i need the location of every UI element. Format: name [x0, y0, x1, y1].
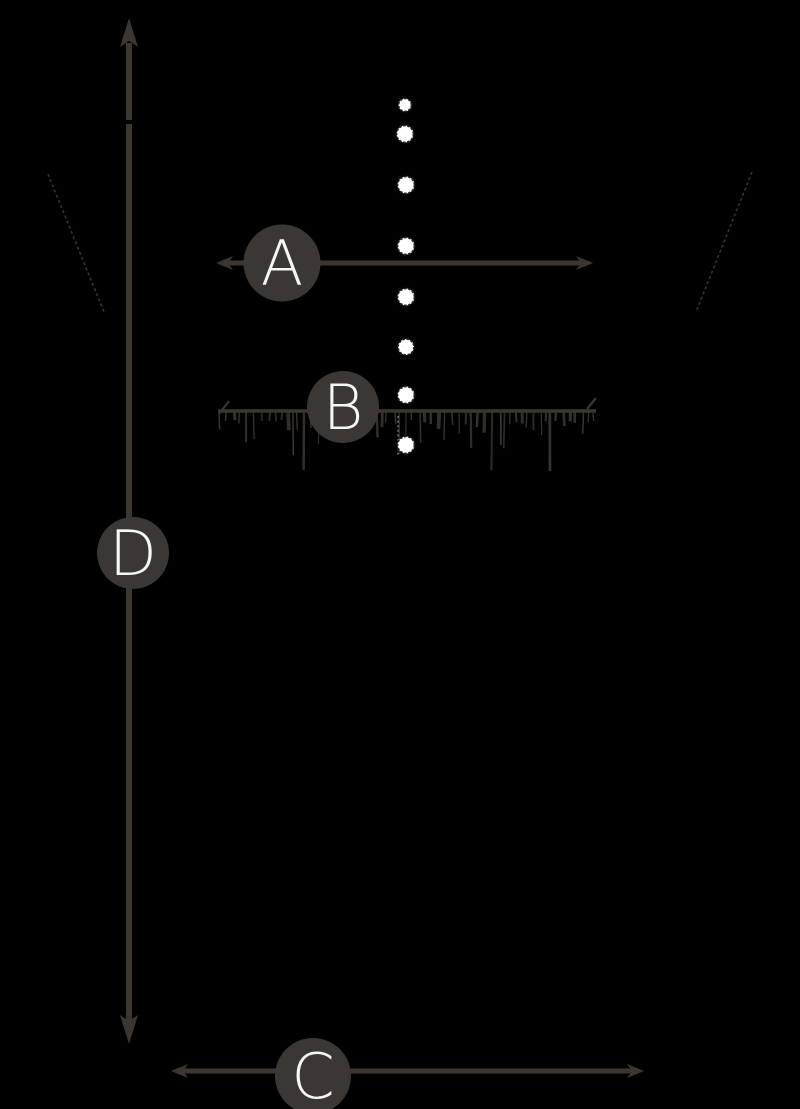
fringe-strand: [490, 409, 494, 471]
badges: A B D C: [97, 224, 379, 1109]
button-dot: [396, 175, 416, 195]
badge-c-circle: [275, 1038, 351, 1109]
fringe-trim-b: [218, 397, 597, 472]
arrowhead-down-icon: [120, 1015, 138, 1044]
fringe-strand: [419, 409, 422, 443]
fringe-strand: [469, 409, 473, 449]
measure-c-horizontal: [171, 1064, 644, 1078]
arrowhead-right-icon: [576, 256, 593, 270]
badge-c-label: C: [291, 1040, 334, 1109]
badge-d-circle: [97, 517, 169, 589]
button-dot: [396, 236, 416, 256]
fringe-end-flick-left-icon: [218, 400, 230, 415]
fringe-strand: [252, 409, 255, 440]
fringe-strand: [581, 409, 585, 435]
fringe-strand: [286, 409, 291, 431]
shoulder-stitch-right-icon: [695, 171, 753, 313]
shoulder-stitches: [47, 171, 753, 313]
fringe-strand: [443, 409, 446, 441]
fringe-end-flick-right-icon: [586, 397, 597, 410]
button-dot: [397, 338, 415, 356]
fringe-strand: [540, 409, 543, 436]
badge-d-label: D: [109, 517, 157, 590]
fringe-strand: [475, 409, 479, 428]
arrowhead-up-icon: [120, 18, 138, 47]
button-dot: [395, 124, 415, 144]
button-dot: [396, 287, 416, 307]
fringe-strand: [436, 409, 442, 429]
badge-b-label: B: [323, 371, 364, 444]
fringe-strand: [502, 409, 506, 449]
fringe-strand: [295, 409, 299, 430]
fringe-strand: [525, 409, 528, 428]
badge-b-circle: [307, 371, 379, 443]
fringe-strand: [482, 409, 487, 433]
button-dot: [397, 97, 413, 113]
badge-b: B: [307, 371, 379, 444]
arrowhead-left-icon: [216, 256, 233, 270]
button-dot: [396, 435, 416, 455]
badge-c: C: [275, 1038, 351, 1109]
badge-a-label: A: [261, 227, 303, 300]
button-placket: [395, 97, 416, 455]
shoulder-stitch-left-icon: [47, 173, 105, 313]
badge-a: A: [243, 224, 321, 302]
arrowhead-right-icon: [627, 1064, 644, 1078]
badge-a-circle: [243, 224, 321, 302]
arrowhead-left-icon: [171, 1064, 188, 1078]
badge-d: D: [97, 517, 169, 590]
button-dot: [396, 385, 416, 405]
